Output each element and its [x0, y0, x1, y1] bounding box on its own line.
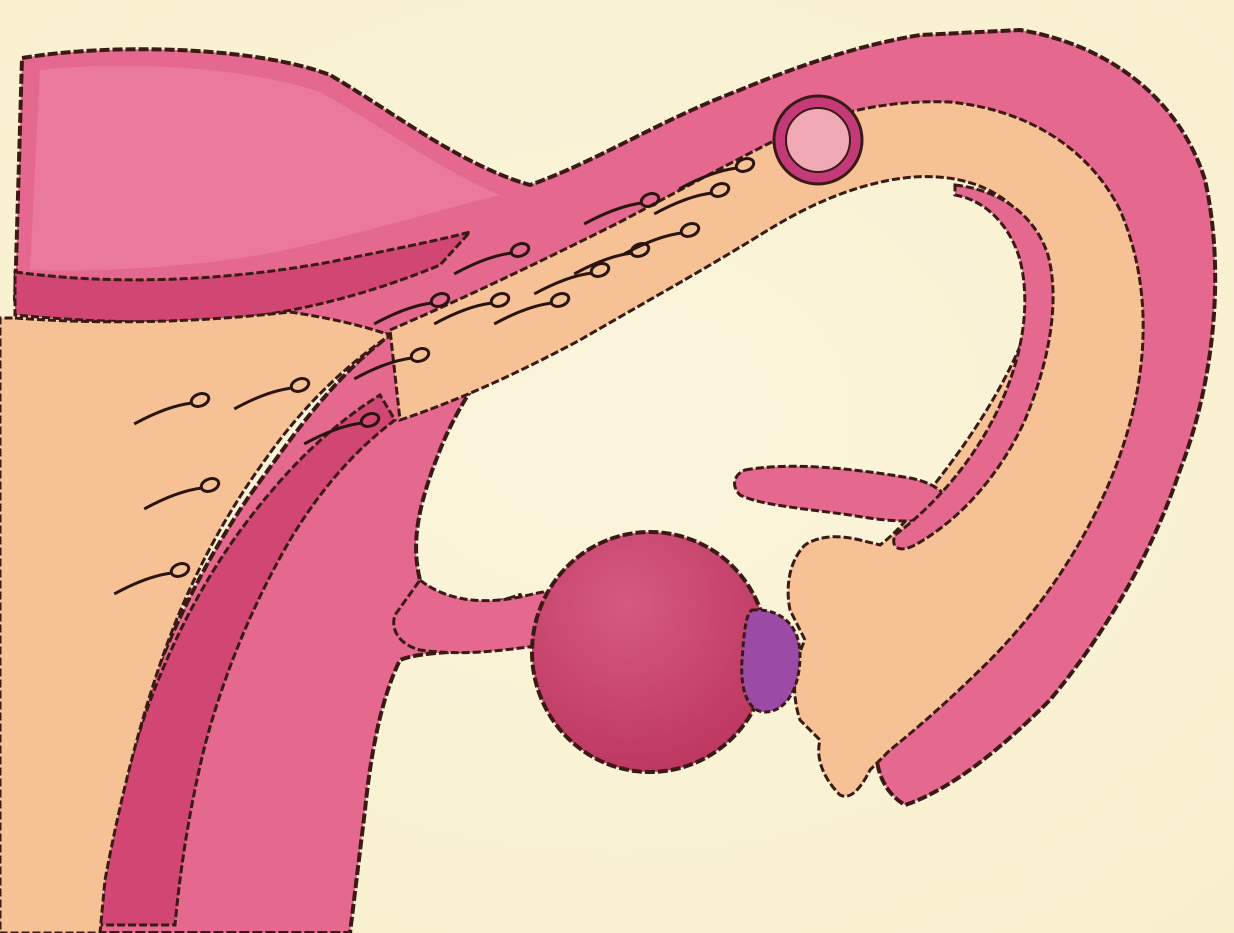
ovary	[532, 532, 768, 772]
egg-cell	[786, 108, 850, 172]
